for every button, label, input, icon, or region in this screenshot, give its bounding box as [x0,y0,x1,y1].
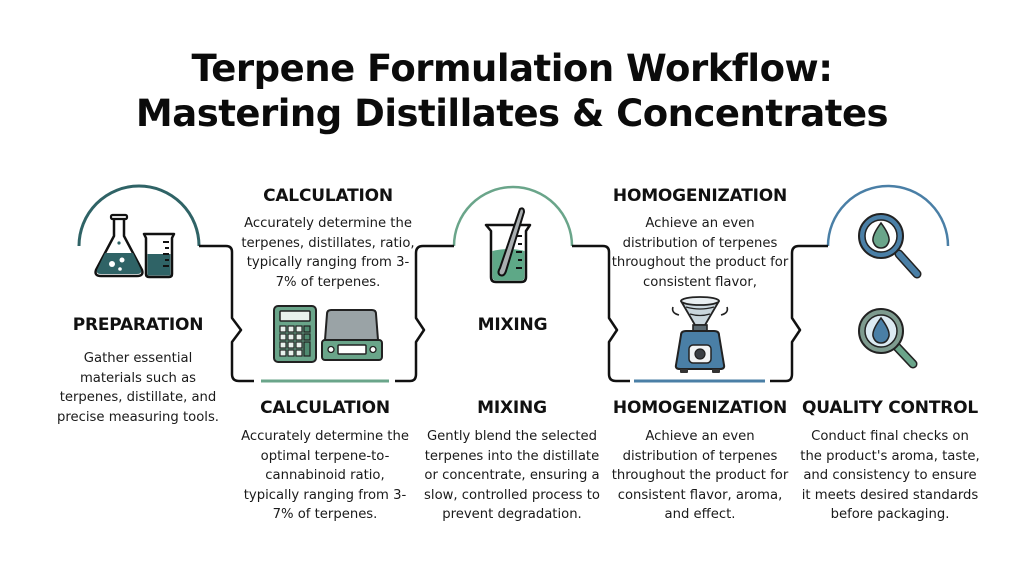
mixing-arc [452,185,574,247]
bracket-1 [199,244,254,383]
step-label-preparation: PREPARATION [72,315,204,335]
step-label-quality-control: QUALITY CONTROL [802,398,978,418]
step-description-mixing: Gently blend the selected terpenes into … [424,429,600,522]
flask-and-beaker-icon [94,213,176,279]
vortex-mixer-icon [671,296,729,373]
step-label-calculation-top: CALCULATION [263,186,393,206]
step-description-calculation-top: Accurately determine the terpenes, disti… [241,216,415,290]
title-line-2: Mastering Distillates & Concentrates [135,92,889,135]
step-label-mixing-top: MIXING [477,315,548,335]
step-description-homogenization-top: Achieve an even distribution of terpenes… [611,216,789,290]
preparation-arc [77,184,201,247]
beaker-with-stirring-rod-icon [484,207,532,284]
step-description-quality-control: Conduct final checks on the product's ar… [800,429,980,522]
magnifier-blue-drop-icon [858,308,918,369]
bracket-3 [572,244,630,383]
step-label-homogenization-top: HOMOGENIZATION [612,186,788,206]
bracket-2 [395,244,454,383]
step-description-preparation: Gather essential materials such as terpe… [56,351,220,425]
magnifier-green-drop-icon [858,213,922,279]
quality-control-arc [826,184,950,247]
bracket-4 [770,244,828,383]
step-label-homogenization: HOMOGENIZATION [612,398,788,418]
step-label-calculation: CALCULATION [260,398,390,418]
step-description-calculation: Accurately determine the optimal terpene… [241,429,409,522]
page-title: Terpene Formulation Workflow: Mastering … [0,46,1024,136]
magnifier-drop-icons [858,213,922,369]
step-label-mixing: MIXING [477,398,547,418]
calculator-and-scale-icon [273,305,383,363]
step-description-homogenization: Achieve an even distribution of terpenes… [611,429,789,522]
title-line-1: Terpene Formulation Workflow: [191,47,833,90]
